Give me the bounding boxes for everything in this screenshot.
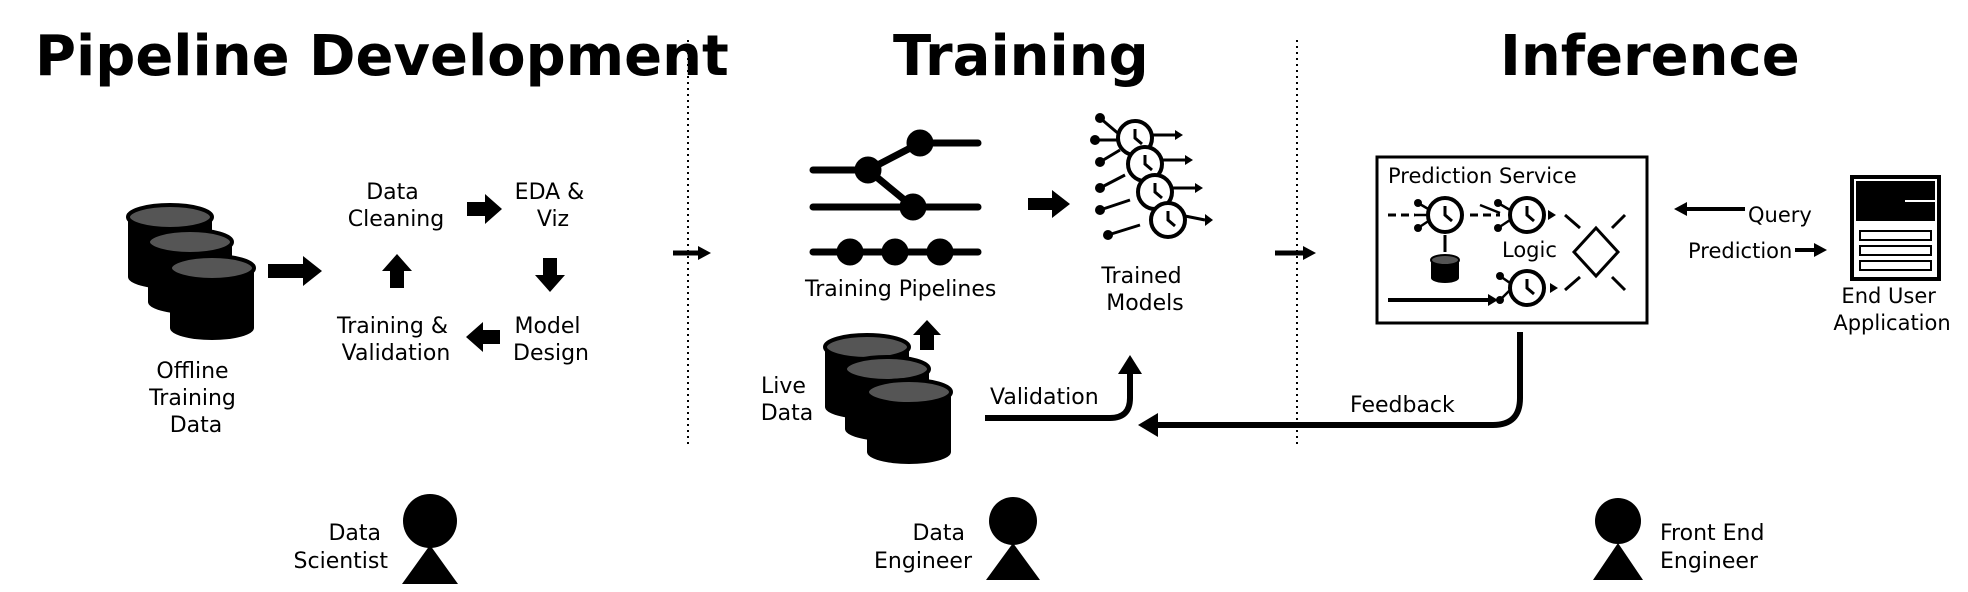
model-design-label: Model Design (513, 314, 589, 366)
trained-models-icon (1090, 113, 1213, 240)
end-user-application-label: End User Application (1833, 284, 1950, 335)
arrow-right-icon (268, 256, 322, 286)
offline-training-data-label: Offline Training Data (148, 359, 243, 438)
data-scientist-avatar (402, 494, 458, 584)
arrow-left-icon (466, 322, 500, 352)
offline-data-stack-icon (126, 203, 256, 342)
prediction-service-label: Prediction Service (1388, 164, 1577, 188)
live-data-label: Live Data (761, 374, 814, 426)
data-engineer-avatar (986, 497, 1040, 580)
arrow-right-icon (467, 194, 502, 224)
feedback-label: Feedback (1350, 393, 1455, 418)
validation-label: Validation (990, 385, 1099, 410)
training-validation-label: Training & Validation (336, 314, 455, 366)
front-end-engineer-avatar (1593, 498, 1643, 580)
arrow-up-icon (382, 254, 412, 288)
arrow-down-icon (535, 258, 565, 292)
section-title-training: Training (893, 24, 1149, 89)
front-end-engineer-label: Front End Engineer (1660, 521, 1771, 574)
end-user-application-icon (1850, 175, 1941, 281)
arrow-up-icon (913, 320, 941, 350)
training-pipelines-icon (809, 129, 982, 266)
prediction-service-box (1375, 155, 1649, 325)
query-label: Query (1748, 203, 1812, 227)
data-scientist-label: Data Scientist (294, 521, 389, 574)
trained-models-label: Trained Models (1100, 264, 1188, 316)
training-pipelines-label: Training Pipelines (804, 277, 996, 302)
section-title-pipeline-development: Pipeline Development (35, 24, 729, 89)
prediction-service-internals-icon (1388, 196, 1627, 307)
data-cleaning-label: Data Cleaning (348, 180, 444, 232)
data-engineer-label: Data Engineer (874, 521, 973, 574)
feedback-arrow (1155, 332, 1523, 428)
validation-arrow (985, 372, 1133, 421)
logic-label: Logic (1502, 238, 1557, 262)
section-title-inference: Inference (1500, 24, 1800, 89)
live-data-stack-icon (823, 333, 953, 466)
prediction-label: Prediction (1688, 239, 1792, 263)
eda-viz-label: EDA & Viz (515, 180, 592, 232)
arrow-right-icon (1028, 190, 1070, 218)
